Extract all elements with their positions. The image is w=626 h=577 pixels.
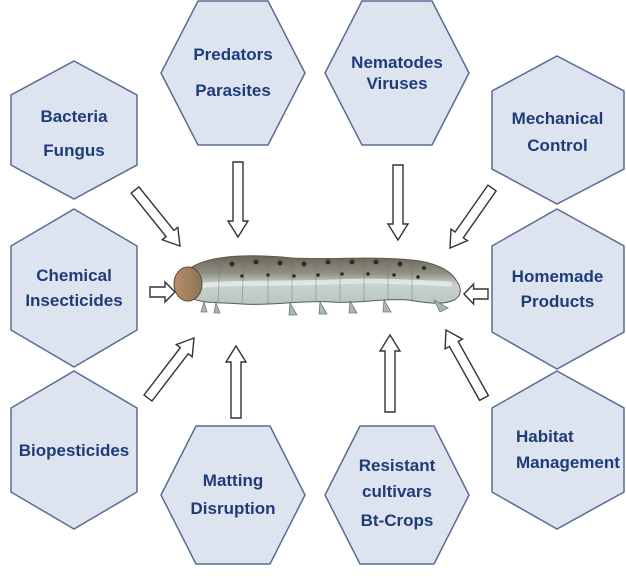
arrow-from-bacteria-fungus — [131, 187, 180, 246]
arrow-from-mechanical-control — [450, 185, 496, 248]
pest-control-diagram: Bacteria Fungus Predators Parasites Nema… — [0, 0, 626, 565]
arrow-from-resistant-cultivars — [380, 335, 400, 412]
caterpillar-larva-icon — [172, 240, 472, 330]
arrow-from-habitat-management — [445, 330, 488, 400]
arrow-from-matting-disruption — [226, 346, 246, 418]
arrow-from-biopesticides — [144, 338, 194, 401]
arrow-from-predators-parasites — [228, 162, 248, 237]
arrow-from-nematodes-viruses — [388, 165, 408, 240]
